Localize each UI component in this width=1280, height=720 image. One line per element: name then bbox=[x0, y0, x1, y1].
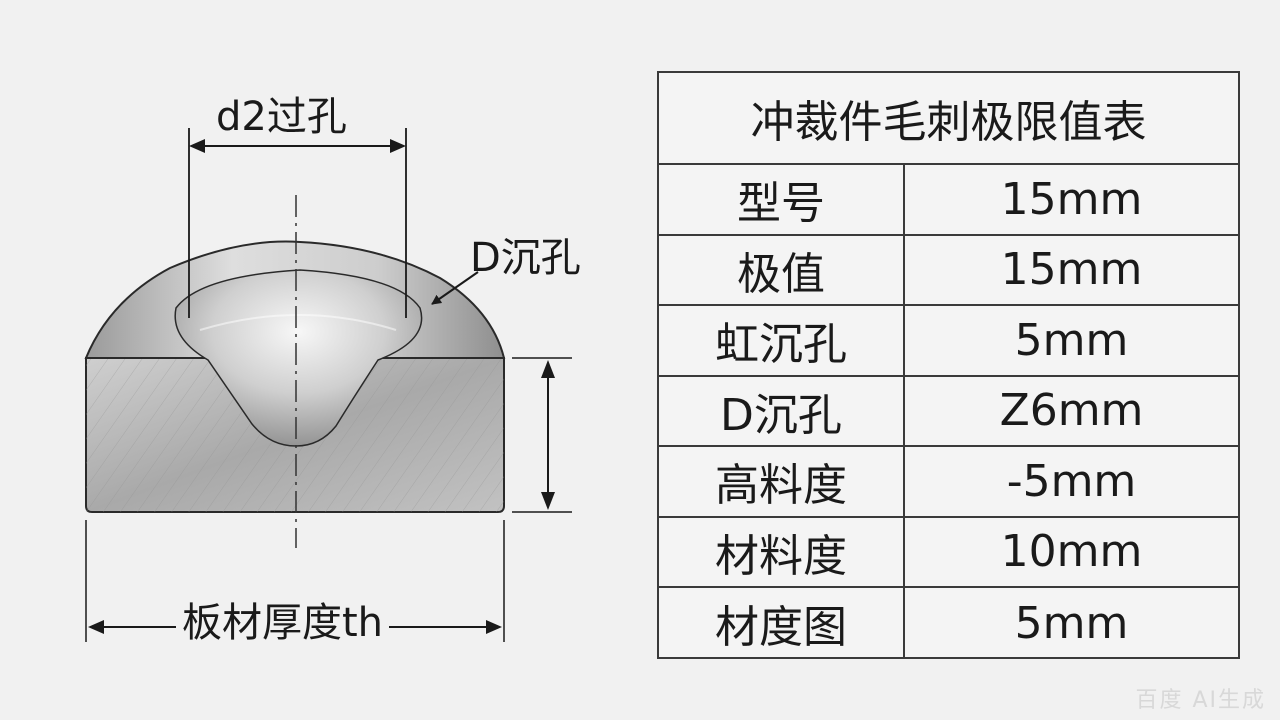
row-value: Z6mm bbox=[999, 385, 1144, 437]
table-row: 材度图 5mm bbox=[659, 588, 1238, 659]
table-row: D沉孔 Z6mm bbox=[659, 376, 1238, 447]
D-countersink-label: D沉孔 bbox=[470, 235, 581, 281]
d2-through-hole-label: d2过孔 bbox=[216, 94, 347, 140]
table-row: 材料度 10mm bbox=[659, 517, 1238, 588]
row-value: 10mm bbox=[1000, 526, 1143, 578]
table-row: 高料度 -5mm bbox=[659, 447, 1238, 518]
row-label: 虹沉孔 bbox=[659, 306, 905, 375]
row-value: 5mm bbox=[1014, 597, 1129, 649]
row-value: 5mm bbox=[1014, 314, 1129, 366]
row-label: D沉孔 bbox=[659, 376, 905, 445]
row-label: 材度图 bbox=[659, 588, 905, 659]
table-title: 冲裁件毛刺极限值表 bbox=[659, 73, 1238, 165]
watermark: 百度 AI生成 bbox=[1135, 688, 1266, 713]
D-leader-line bbox=[431, 271, 479, 305]
row-label: 型号 bbox=[659, 165, 905, 234]
row-value: -5mm bbox=[1006, 455, 1137, 507]
table-row: 虹沉孔 5mm bbox=[659, 306, 1238, 377]
row-value: 15mm bbox=[1000, 173, 1143, 225]
countersink-cross-section-diagram bbox=[84, 128, 572, 642]
sheet-thickness-label: 板材厚度th bbox=[176, 603, 390, 643]
height-dimension bbox=[512, 357, 572, 513]
table-row: 型号 15mm bbox=[659, 165, 1238, 236]
row-label: 高料度 bbox=[659, 447, 905, 516]
burr-limit-table: 冲裁件毛刺极限值表 型号 15mm 极值 15mm 虹沉孔 5mm D沉孔 Z6… bbox=[657, 71, 1240, 659]
table-row: 极值 15mm bbox=[659, 235, 1238, 306]
d2-dimension bbox=[188, 128, 407, 318]
row-value: 15mm bbox=[1000, 244, 1143, 296]
row-label: 极值 bbox=[659, 235, 905, 304]
row-label: 材料度 bbox=[659, 517, 905, 586]
countersink-cup bbox=[174, 269, 423, 447]
